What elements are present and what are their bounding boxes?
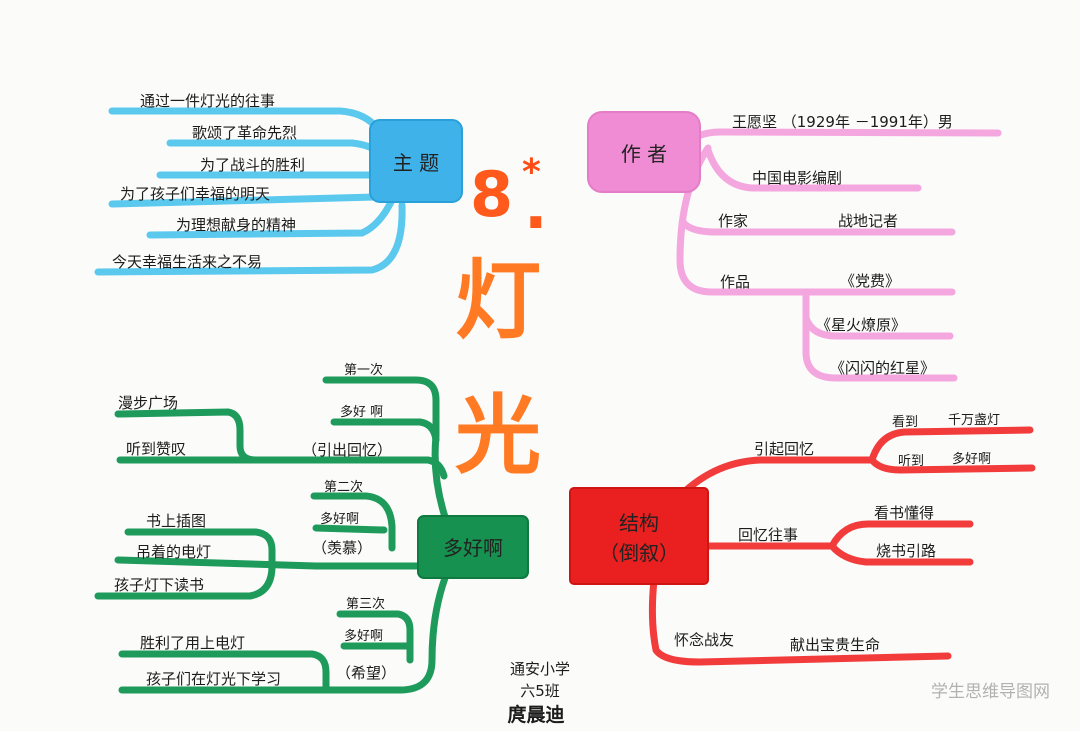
green-line-second-b <box>114 556 320 570</box>
title-dot: . <box>524 170 548 243</box>
mourn-value: 献出宝贵生命 <box>790 636 880 654</box>
author-zuojia-value: 战地记者 <box>838 212 898 230</box>
red-line-memory-a <box>828 520 974 550</box>
author-line-name <box>694 128 1002 140</box>
mourn-label: 怀念战友 <box>674 631 734 649</box>
author-work-2: 《星火燎原》 <box>816 316 906 334</box>
theme-item-1: 通过一件灯光的往事 <box>140 92 275 110</box>
author-work-3: 《闪闪的红星》 <box>830 359 935 377</box>
signature-class: 六5班 <box>520 682 560 700</box>
structure-box <box>569 487 709 585</box>
author-branch: 作 者 王愿坚 （1929年 －1991年）男 中国电影编剧 作家 战地记者 作… <box>587 111 1002 382</box>
author-work-1: 《党费》 <box>840 272 900 290</box>
theme-line-2 <box>166 139 382 156</box>
duohaoa-box <box>417 515 529 579</box>
green-line-second-c <box>94 562 276 600</box>
theme-line-4 <box>108 193 379 208</box>
watermark: 学生思维导图网 <box>931 682 1050 702</box>
second-line: 多好啊 <box>320 511 359 527</box>
red-line-hear <box>868 456 1036 474</box>
author-line-role <box>704 146 922 192</box>
theme-item-2: 歌颂了革命先烈 <box>192 124 297 142</box>
second-note: （羡慕） <box>312 539 372 557</box>
theme-item-5: 为理想献身的精神 <box>176 216 296 234</box>
author-role: 中国电影编剧 <box>752 169 842 187</box>
green-line-second-a <box>124 528 276 570</box>
title-star: * <box>522 152 541 193</box>
author-box <box>587 111 701 193</box>
theme-line-5 <box>146 196 396 239</box>
lesson-title: 8 * . 灯 光 <box>455 152 548 486</box>
green-line-second-top <box>310 492 396 552</box>
duohaoa-label: 多好啊 <box>443 536 503 560</box>
title-char-2: 光 <box>455 386 541 486</box>
recall-see-label: 看到 <box>892 414 918 430</box>
third-title: 第三次 <box>346 596 385 612</box>
second-item-1: 书上插图 <box>146 512 206 530</box>
signature: 通安小学 六5班 庹晨迪 <box>507 660 570 726</box>
theme-line-6 <box>94 201 406 276</box>
red-line-mourn <box>648 576 952 666</box>
second-item-2: 吊着的电灯 <box>136 543 211 561</box>
recall-hear-label: 听到 <box>898 454 924 469</box>
first-note: （引出回忆） <box>302 441 392 459</box>
green-line-first-note <box>116 456 448 480</box>
recall-label: 引起回忆 <box>754 440 814 458</box>
theme-label: 主 题 <box>393 151 439 175</box>
author-works-label: 作品 <box>720 273 750 291</box>
green-line-third-top <box>336 610 414 664</box>
theme-box <box>369 119 463 203</box>
second-title: 第二次 <box>324 479 363 495</box>
green-line-second-mid <box>312 524 388 534</box>
theme-item-3: 为了战斗的胜利 <box>200 156 305 174</box>
author-line-work-2 <box>802 314 954 340</box>
signature-name: 庹晨迪 <box>507 703 564 726</box>
green-trunk-low <box>118 566 452 694</box>
memory-item-2: 烧书引路 <box>876 542 936 560</box>
title-char-1: 灯 <box>455 251 541 351</box>
third-item-2: 孩子们在灯光下学习 <box>146 670 281 688</box>
first-line: 多好 啊 <box>340 404 383 420</box>
third-line: 多好啊 <box>344 628 383 644</box>
first-item-2: 听到赞叹 <box>126 440 186 458</box>
green-line-first-line <box>330 418 440 444</box>
title-number: 8 <box>470 158 513 231</box>
structure-branch: 结构 （倒叙） 引起回忆 看到 千万盏灯 听到 多好啊 回忆往事 看书懂得 烧书… <box>569 413 1036 666</box>
memory-item-1: 看书懂得 <box>874 504 934 522</box>
author-line-zuojia <box>679 218 956 236</box>
author-label: 作 者 <box>621 142 667 166</box>
signature-school: 通安小学 <box>510 660 570 678</box>
recall-see-value: 千万盏灯 <box>948 413 1000 428</box>
memory-label: 回忆往事 <box>738 526 798 544</box>
green-line-third-a <box>118 650 330 694</box>
duohaoa-branch: 多好啊 第一次 多好 啊 （引出回忆） 漫步广场 听到赞叹 第二次 多好啊 （羡… <box>94 362 529 694</box>
structure-label: 结构 <box>619 511 659 535</box>
recall-hear-value: 多好啊 <box>952 451 991 467</box>
red-line-see <box>868 426 1034 464</box>
author-name: 王愿坚 （1929年 －1991年）男 <box>732 113 953 131</box>
theme-item-4: 为了孩子们幸福的明天 <box>120 185 270 203</box>
structure-sublabel: （倒叙） <box>599 541 679 565</box>
second-item-3: 孩子灯下读书 <box>114 576 204 594</box>
third-note: （希望） <box>336 664 396 682</box>
third-item-1: 胜利了用上电灯 <box>140 634 245 652</box>
theme-branch: 主 题 通过一件灯光的往事 歌颂了革命先烈 为了战斗的胜利 为了孩子们幸福的明天… <box>94 92 463 276</box>
green-line-first-a <box>114 408 260 464</box>
theme-item-6: 今天幸福生活来之不易 <box>112 253 262 271</box>
author-zuojia-label: 作家 <box>718 212 748 230</box>
first-title: 第一次 <box>344 362 383 378</box>
red-line-memory-b <box>828 542 974 566</box>
author-works-trunk <box>802 288 958 382</box>
first-item-1: 漫步广场 <box>118 394 178 412</box>
